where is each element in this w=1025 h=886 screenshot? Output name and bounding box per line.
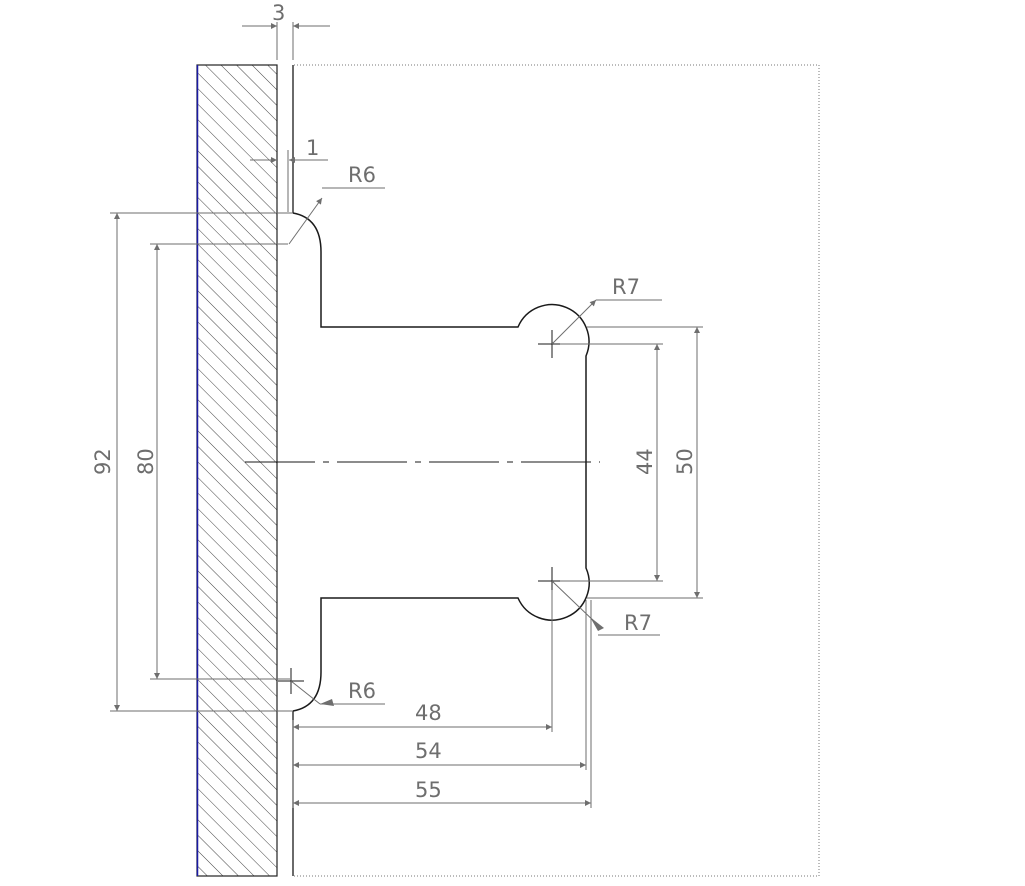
dim-text-92: 92 xyxy=(91,448,115,475)
dim-text-48: 48 xyxy=(415,701,442,725)
dim-text-3: 3 xyxy=(272,1,285,25)
dim-text-44: 44 xyxy=(633,448,657,475)
dim-text-r6-bottom: R6 xyxy=(348,679,376,703)
leader-arrows xyxy=(320,617,604,706)
dim-text-54: 54 xyxy=(415,739,442,763)
dim-text-55: 55 xyxy=(415,778,442,802)
drawing-frame xyxy=(294,64,820,877)
dimension-lines xyxy=(110,22,703,808)
dim-text-1: 1 xyxy=(306,136,319,160)
dim-text-r7-top: R7 xyxy=(612,275,640,299)
dim-text-50: 50 xyxy=(673,448,697,475)
dim-text-r7-bottom: R7 xyxy=(624,611,652,635)
dim-text-80: 80 xyxy=(134,448,158,475)
wall-section xyxy=(196,64,278,877)
dim-text-r6-top: R6 xyxy=(348,163,376,187)
